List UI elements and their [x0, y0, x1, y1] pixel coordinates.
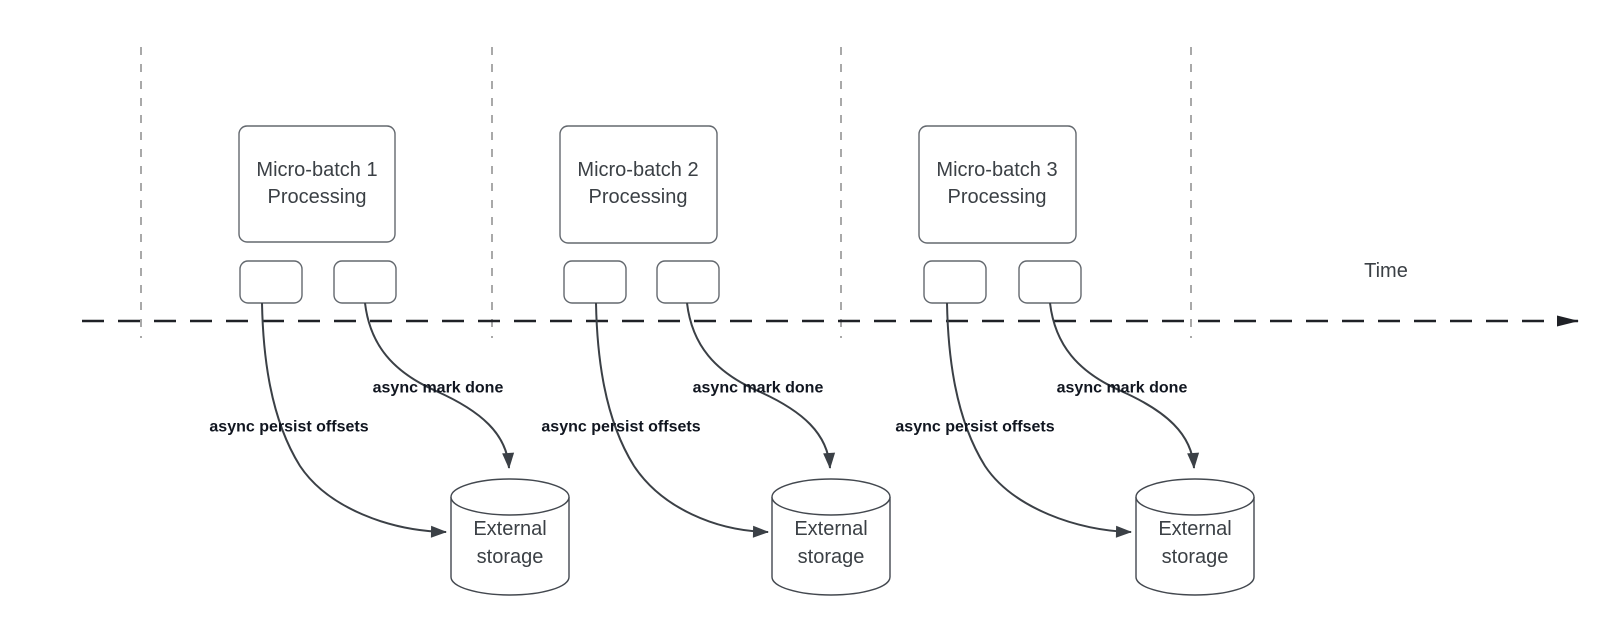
micro-batch-1-box-line2: Processing [268, 186, 367, 208]
persist-offsets-arrow-2 [595, 302, 769, 538]
cylinder-body-1 [450, 497, 570, 596]
micro-batch-3-box-line1: Micro-batch 3 [936, 159, 1057, 181]
external-storage-line1-3: External [1158, 518, 1231, 540]
external-storage-line1-2: External [794, 518, 867, 540]
offset-task-box-2 [563, 260, 627, 304]
cylinder-body-2 [771, 497, 891, 596]
external-storage-cylinder-1: External storage [450, 478, 570, 596]
persist-offsets-label-2: async persist offsets [541, 419, 700, 436]
offset-task-box-1 [239, 260, 303, 304]
cylinder-top-2 [771, 478, 891, 516]
mark-done-task-box-1 [333, 260, 397, 304]
cylinder-top-3 [1135, 478, 1255, 516]
mark-done-arrow-2 [686, 302, 836, 469]
micro-batch-1-processing-box [238, 125, 396, 243]
mark-done-task-box-2 [656, 260, 720, 304]
external-storage-cylinder-3: External storage [1135, 478, 1255, 596]
micro-batch-2-processing-box [559, 125, 718, 244]
micro-batch-2-box-line2: Processing [589, 186, 688, 208]
micro-batch-1-box-line1: Micro-batch 1 [256, 159, 377, 181]
persist-offsets-label-3: async persist offsets [895, 419, 1054, 436]
mark-done-label-3: async mark done [1057, 380, 1188, 397]
mark-done-arrow-1 [364, 302, 515, 469]
persist-offsets-label-1: async persist offsets [209, 419, 368, 436]
external-storage-line2-3: storage [1162, 546, 1229, 568]
external-storage-line1-1: External [473, 518, 546, 540]
persist-offsets-arrow-1 [261, 302, 447, 538]
microbatch-group-2: Micro-batch 2 Processing async persist o… [541, 125, 891, 596]
microbatch-group-3: Micro-batch 3 Processing async persist o… [895, 125, 1255, 596]
persist-offsets-arrow-3 [946, 302, 1132, 538]
time-axis-label: Time [1364, 260, 1408, 282]
mark-done-arrow-3 [1049, 302, 1200, 469]
micro-batch-2-box-line1: Micro-batch 2 [577, 159, 698, 181]
cylinder-body-3 [1135, 497, 1255, 596]
microbatch-group-1: Micro-batch 1 Processing async persist o… [209, 125, 570, 596]
offset-task-box-3 [923, 260, 987, 304]
external-storage-cylinder-2: External storage [771, 478, 891, 596]
external-storage-line2-2: storage [798, 546, 865, 568]
mark-done-label-1: async mark done [373, 380, 504, 397]
mark-done-label-2: async mark done [693, 380, 824, 397]
mark-done-task-box-3 [1018, 260, 1082, 304]
micro-batch-3-box-line2: Processing [948, 186, 1047, 208]
micro-batch-3-processing-box [918, 125, 1077, 244]
cylinder-top-1 [450, 478, 570, 516]
external-storage-line2-1: storage [477, 546, 544, 568]
